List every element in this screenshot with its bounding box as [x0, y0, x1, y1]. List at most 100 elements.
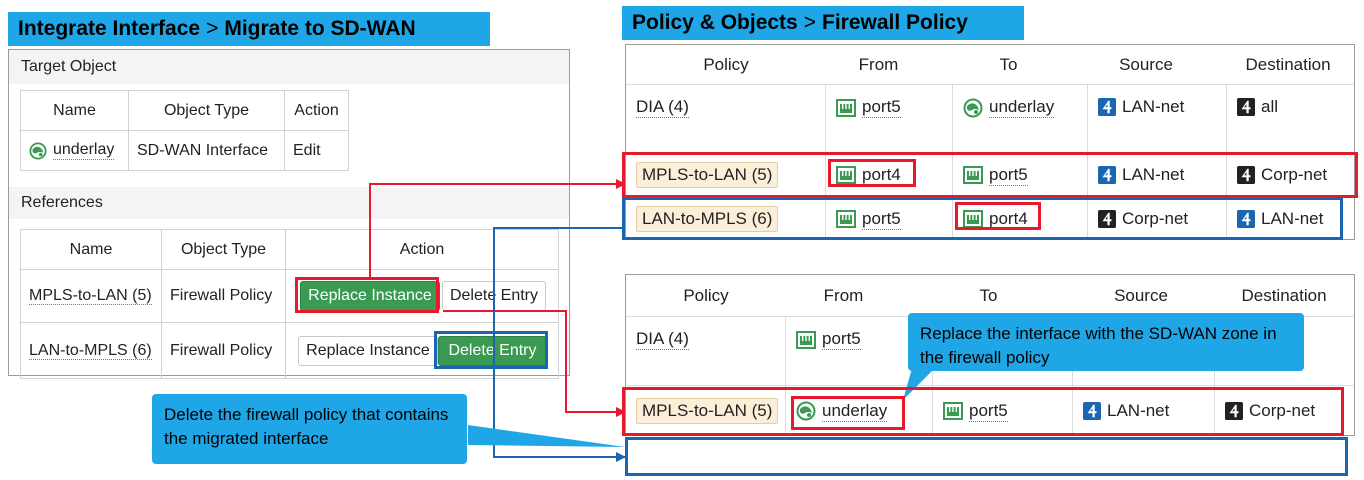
- port-icon: [836, 99, 856, 117]
- destination-value: all: [1261, 97, 1279, 116]
- policy-row[interactable]: MPLS-to-LAN (5) port4 port5 LAN-net Corp…: [626, 153, 1354, 198]
- policy-row[interactable]: MPLS-to-LAN (5) underlay port5 LAN-net C…: [626, 386, 1354, 436]
- address-group-icon: [1225, 402, 1243, 420]
- right-banner-part1: Policy & Objects: [632, 11, 798, 34]
- policy-name[interactable]: MPLS-to-LAN (5): [636, 162, 779, 188]
- delete-entry-button[interactable]: Delete Entry: [438, 336, 547, 366]
- from-cell: port5: [826, 198, 953, 240]
- policy-name[interactable]: MPLS-to-LAN (5): [636, 398, 779, 424]
- to-cell: port5: [953, 153, 1088, 197]
- left-banner-part2: Migrate to SD-WAN: [224, 17, 416, 40]
- target-row[interactable]: underlay SD-WAN Interface Edit: [20, 130, 349, 171]
- address-group-icon: [1237, 98, 1255, 116]
- left-banner-part1: Integrate Interface: [18, 17, 201, 40]
- destination-value: Corp-net: [1261, 165, 1328, 184]
- destination-value: Corp-net: [1249, 401, 1316, 420]
- destination-value: LAN-net: [1261, 209, 1324, 228]
- right-banner-part2: Firewall Policy: [822, 11, 968, 34]
- to-value: port4: [989, 208, 1028, 230]
- target-header-action: Action: [284, 90, 349, 131]
- references-header-row: Name Object Type Action: [20, 229, 559, 270]
- from-value: port5: [822, 329, 861, 350]
- target-name[interactable]: underlay: [53, 141, 115, 160]
- to-cell: port5: [933, 386, 1073, 436]
- to-cell: underlay: [953, 85, 1088, 152]
- sdwan-zone-icon: [29, 142, 47, 160]
- policy-name-cell: MPLS-to-LAN (5): [626, 153, 826, 197]
- target-object-header: Target Object: [9, 50, 569, 84]
- to-value: port5: [969, 400, 1008, 422]
- replace-instance-button[interactable]: Replace Instance: [300, 281, 440, 311]
- from-value: port4: [862, 164, 901, 186]
- destination-cell: all: [1227, 85, 1356, 152]
- policy-row[interactable]: DIA (4) port5 underlay LAN-net all: [626, 85, 1354, 153]
- ref-row2-name[interactable]: LAN-to-MPLS (6): [29, 341, 152, 360]
- col-source: Source: [1114, 285, 1168, 305]
- callout-delete: Delete the firewall policy that contains…: [152, 394, 467, 464]
- left-banner: Integrate Interface > Migrate to SD-WAN: [8, 12, 490, 46]
- destination-cell: Corp-net: [1215, 386, 1356, 436]
- port-icon: [836, 210, 856, 228]
- left-banner-sep: >: [206, 17, 219, 40]
- port-icon: [796, 331, 816, 349]
- source-value: Corp-net: [1122, 209, 1189, 228]
- callout-pointer-delete: [468, 425, 625, 447]
- target-header-name: Name: [20, 90, 129, 131]
- target-object-table: Name Object Type Action underlay SD-WAN …: [20, 90, 349, 171]
- references-header: References: [9, 187, 569, 219]
- sdwan-zone-icon: [963, 98, 983, 118]
- policy-name-cell: DIA (4): [626, 317, 786, 385]
- address-object-icon: [1083, 402, 1101, 420]
- target-name-cell[interactable]: underlay: [20, 130, 129, 171]
- col-from: From: [823, 285, 864, 305]
- col-to: To: [999, 54, 1018, 74]
- port-icon: [963, 210, 983, 228]
- ref-row2-name-cell: LAN-to-MPLS (6): [20, 322, 162, 379]
- address-object-icon: [1098, 166, 1116, 184]
- port-icon: [963, 166, 983, 184]
- from-value: port5: [862, 97, 901, 118]
- highlight-deleted-row-placeholder: [625, 437, 1348, 476]
- policy-name[interactable]: LAN-to-MPLS (6): [636, 206, 779, 232]
- callout-replace: Replace the interface with the SD-WAN zo…: [908, 313, 1304, 371]
- right-banner-sep: >: [803, 11, 816, 34]
- target-header-type: Object Type: [128, 90, 285, 131]
- source-value: LAN-net: [1122, 165, 1185, 184]
- col-from: From: [858, 54, 899, 74]
- destination-cell: LAN-net: [1227, 198, 1356, 240]
- destination-cell: Corp-net: [1227, 153, 1356, 197]
- from-cell: underlay: [786, 386, 933, 436]
- address-group-icon: [1098, 210, 1116, 228]
- source-value: LAN-net: [1107, 401, 1170, 420]
- replace-instance-button[interactable]: Replace Instance: [298, 336, 438, 366]
- source-cell: Corp-net: [1088, 198, 1227, 240]
- ref-row1-type: Firewall Policy: [161, 269, 286, 323]
- policy-name[interactable]: DIA (4): [636, 329, 689, 350]
- policy-row[interactable]: LAN-to-MPLS (6) port5 port4 Corp-net LAN…: [626, 198, 1354, 240]
- policy-name[interactable]: DIA (4): [636, 97, 689, 118]
- delete-entry-button[interactable]: Delete Entry: [442, 281, 546, 311]
- ref-header-action: Action: [285, 229, 559, 270]
- from-value: underlay: [822, 400, 888, 422]
- policy-name-cell: DIA (4): [626, 85, 826, 152]
- target-action-edit[interactable]: Edit: [284, 130, 349, 171]
- ref-row1-name[interactable]: MPLS-to-LAN (5): [29, 287, 152, 305]
- address-object-icon: [1237, 210, 1255, 228]
- to-value: underlay: [989, 97, 1055, 118]
- col-policy: Policy: [703, 54, 749, 74]
- firewall-policy-table-before: Policy From To Source Destination DIA (4…: [625, 44, 1355, 240]
- source-cell: LAN-net: [1088, 85, 1227, 152]
- target-type: SD-WAN Interface: [128, 130, 285, 171]
- col-to: To: [979, 285, 998, 305]
- to-value: port5: [989, 164, 1028, 186]
- source-value: LAN-net: [1122, 97, 1185, 116]
- address-group-icon: [1237, 166, 1255, 184]
- source-cell: LAN-net: [1088, 153, 1227, 197]
- to-cell: port4: [953, 198, 1088, 240]
- ref-header-name: Name: [20, 229, 162, 270]
- col-policy: Policy: [683, 285, 729, 305]
- from-value: port5: [862, 208, 901, 230]
- target-object-title: Target Object: [21, 58, 117, 75]
- policy-name-cell: LAN-to-MPLS (6): [626, 198, 826, 240]
- source-cell: LAN-net: [1073, 386, 1215, 436]
